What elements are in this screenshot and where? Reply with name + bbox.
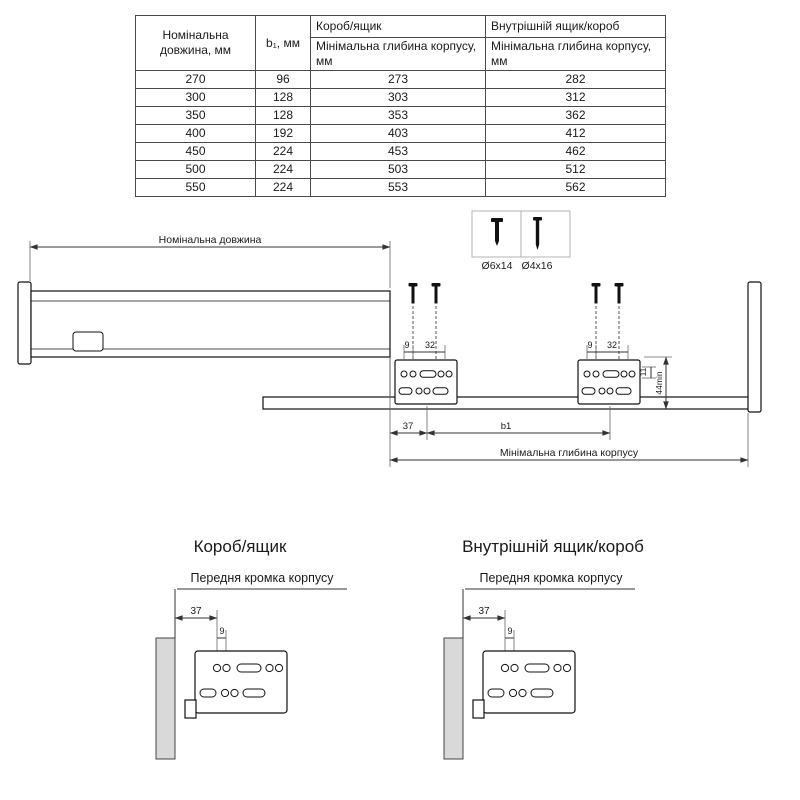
main-technical-drawing: Ø6x14 Ø4x16 Номінальна довжина: [17, 210, 762, 467]
table-cell: 224: [255, 142, 311, 161]
table-cell: 550: [135, 178, 256, 197]
min-depth-label: Мінімальна глибина корпусу: [500, 447, 639, 459]
table-cell: 350: [135, 106, 256, 125]
col-header-inner: Внутрішній ящик/короб: [485, 15, 666, 38]
table-cell: 403: [310, 124, 486, 143]
table-cell: 400: [135, 124, 256, 143]
table-cell: 270: [135, 70, 256, 89]
table-cell: 353: [310, 106, 486, 125]
table-cell: 362: [485, 106, 666, 125]
table-cell: 553: [310, 178, 486, 197]
dim-9-front: 9: [404, 340, 409, 350]
bottom-dimensions: 37 b1 Мінімальна глибина корпусу: [389, 357, 749, 467]
col-subheader-korob-depth: Мінімальна глибина корпусу, мм: [310, 37, 486, 71]
table-cell: 503: [310, 160, 486, 179]
dim-37-right: 37: [478, 606, 490, 617]
rail-right-endcap: [747, 281, 762, 413]
bracket-hook-left: [184, 699, 197, 719]
col-header-korob: Короб/ящик: [310, 15, 486, 38]
table-cell: 224: [255, 160, 311, 179]
table-cell: 312: [485, 88, 666, 107]
nominal-length-label: Номінальна довжина: [159, 234, 262, 246]
bracket-hook-right: [472, 699, 485, 719]
euro-screw-icon: [491, 218, 503, 246]
dim-32-front: 32: [425, 340, 435, 350]
screw1-size-label: Ø6x14: [482, 260, 513, 272]
screw2-size-label: Ø4x16: [522, 260, 553, 272]
table-cell: 128: [255, 106, 311, 125]
dim-9-right: 9: [507, 626, 512, 636]
table-cell: 462: [485, 142, 666, 161]
col-header-nominal-length: Номінальна довжина, мм: [135, 15, 256, 71]
dim-37-left: 37: [190, 606, 202, 617]
detail-title-korob: Короб/ящик: [194, 537, 287, 556]
table-cell: 500: [135, 160, 256, 179]
table-cell: 128: [255, 88, 311, 107]
dimension-11: 11: [638, 366, 656, 379]
dimension-44min: 44min: [644, 356, 672, 410]
rail-left-endcap: [17, 281, 32, 365]
rear-bracket-hole-dimensions: 9 32: [586, 340, 629, 359]
cabinet-panel-right: [443, 637, 464, 760]
dim-44min-label: 44min: [654, 371, 664, 394]
dim-b1-label: b1: [501, 421, 512, 432]
dim-37-label: 37: [403, 421, 414, 432]
col-subheader-inner-depth: Мінімальна глибина корпусу, мм: [485, 37, 666, 71]
wood-screw-icon: [533, 217, 542, 250]
front-bracket-hole-dimensions: 9 32: [403, 340, 446, 359]
table-cell: 450: [135, 142, 256, 161]
table-cell: 300: [135, 88, 256, 107]
col-header-b1: b₁, мм: [255, 15, 311, 71]
detail-drawings: Короб/ящик Передня кромка корпусу 37 9: [155, 537, 644, 760]
front-edge-label-left: Передня кромка корпусу: [190, 571, 334, 585]
table-cell: 453: [310, 142, 486, 161]
table-cell: 412: [485, 124, 666, 143]
rail-cutout: [72, 331, 104, 352]
bracket-plate-left: [194, 650, 288, 714]
dim-32-rear: 32: [607, 340, 617, 350]
spec-table: Номінальна довжина, мм b₁, мм Короб/ящик…: [135, 15, 666, 197]
cabinet-panel-left: [155, 637, 176, 760]
screw-legend: Ø6x14 Ø4x16: [471, 210, 571, 272]
table-cell: 512: [485, 160, 666, 179]
slide-rail: [17, 281, 762, 413]
table-cell: 562: [485, 178, 666, 197]
table-cell: 224: [255, 178, 311, 197]
nominal-length-dimension: Номінальна довжина: [29, 234, 391, 288]
dim-9-left: 9: [219, 626, 224, 636]
detail-drawing-inner: Внутрішній ящик/короб Передня кромка кор…: [443, 537, 644, 760]
mounting-bracket-rear: [577, 359, 641, 405]
table-cell: 273: [310, 70, 486, 89]
bracket-plate-right: [482, 650, 576, 714]
table-cell: 282: [485, 70, 666, 89]
table-cell: 303: [310, 88, 486, 107]
dim-11-label: 11: [638, 367, 648, 376]
detail-title-inner: Внутрішній ящик/короб: [462, 537, 644, 556]
mounting-screws: [408, 283, 624, 359]
table-cell: 192: [255, 124, 311, 143]
drawer-rail: [262, 396, 750, 410]
detail-drawing-korob: Короб/ящик Передня кромка корпусу 37 9: [155, 537, 347, 760]
front-edge-label-right: Передня кромка корпусу: [479, 571, 623, 585]
dim-9-rear: 9: [587, 340, 592, 350]
table-cell: 96: [255, 70, 311, 89]
mounting-bracket-front: [394, 359, 458, 405]
